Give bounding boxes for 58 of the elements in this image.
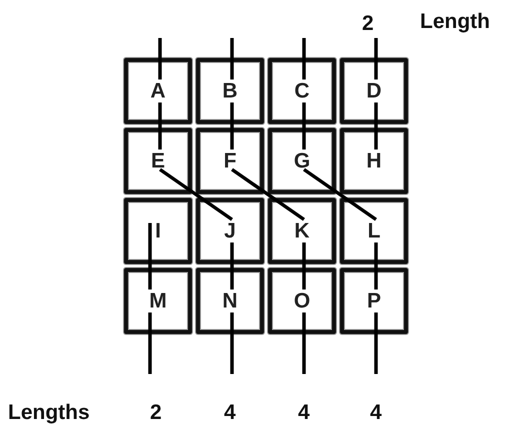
grid-cell bbox=[124, 58, 192, 124]
grid-cell bbox=[196, 268, 264, 334]
length-value: 4 bbox=[370, 401, 382, 425]
lengths-heading: Lengths bbox=[8, 401, 90, 425]
length-value: 2 bbox=[362, 12, 374, 36]
cell-letter: D bbox=[366, 80, 382, 102]
grid-cell bbox=[196, 128, 264, 194]
line bbox=[374, 102, 378, 150]
cell-letter: F bbox=[224, 150, 236, 172]
cell-letter: J bbox=[224, 220, 236, 242]
grid-cell bbox=[124, 128, 192, 194]
line bbox=[230, 38, 234, 80]
cell-letter: G bbox=[294, 150, 310, 172]
line bbox=[303, 168, 377, 221]
grid-cell bbox=[124, 268, 192, 334]
line bbox=[302, 102, 306, 150]
length-value: 4 bbox=[298, 401, 310, 425]
cell-letter: O bbox=[294, 290, 310, 312]
cell-letter: E bbox=[151, 150, 165, 172]
grid-cell bbox=[268, 58, 336, 124]
grid-cell bbox=[340, 268, 408, 334]
cell-letter: C bbox=[294, 80, 310, 102]
grid-cell bbox=[124, 198, 192, 264]
grid-cell bbox=[268, 198, 336, 264]
line bbox=[231, 168, 305, 221]
line bbox=[374, 312, 378, 374]
line bbox=[148, 223, 152, 290]
line bbox=[374, 38, 378, 80]
cell-letter: P bbox=[367, 290, 381, 312]
grid-cell bbox=[340, 58, 408, 124]
cell-letter: I bbox=[155, 220, 161, 242]
grid-cell bbox=[196, 58, 264, 124]
line bbox=[158, 38, 162, 80]
cell-letter: N bbox=[222, 290, 238, 312]
line bbox=[159, 168, 233, 221]
line bbox=[302, 38, 306, 80]
line bbox=[230, 242, 234, 290]
cell-letter: B bbox=[222, 80, 238, 102]
cell-letter: K bbox=[294, 220, 310, 242]
line bbox=[230, 312, 234, 374]
cell-letter: H bbox=[366, 150, 382, 172]
grid-cell bbox=[340, 198, 408, 264]
length-heading: Length bbox=[420, 10, 490, 34]
cell-letter: M bbox=[149, 290, 167, 312]
cell-letter: A bbox=[150, 80, 166, 102]
line bbox=[158, 102, 162, 150]
line bbox=[230, 102, 234, 150]
line bbox=[374, 242, 378, 290]
grid-cell bbox=[340, 128, 408, 194]
grid-cell bbox=[268, 128, 336, 194]
length-value: 2 bbox=[150, 401, 162, 425]
grid-cell bbox=[268, 268, 336, 334]
length-value: 4 bbox=[224, 401, 236, 425]
line bbox=[302, 242, 306, 290]
cell-letter: L bbox=[368, 220, 380, 242]
line bbox=[302, 312, 306, 374]
grid-cell bbox=[196, 198, 264, 264]
line bbox=[148, 312, 152, 374]
